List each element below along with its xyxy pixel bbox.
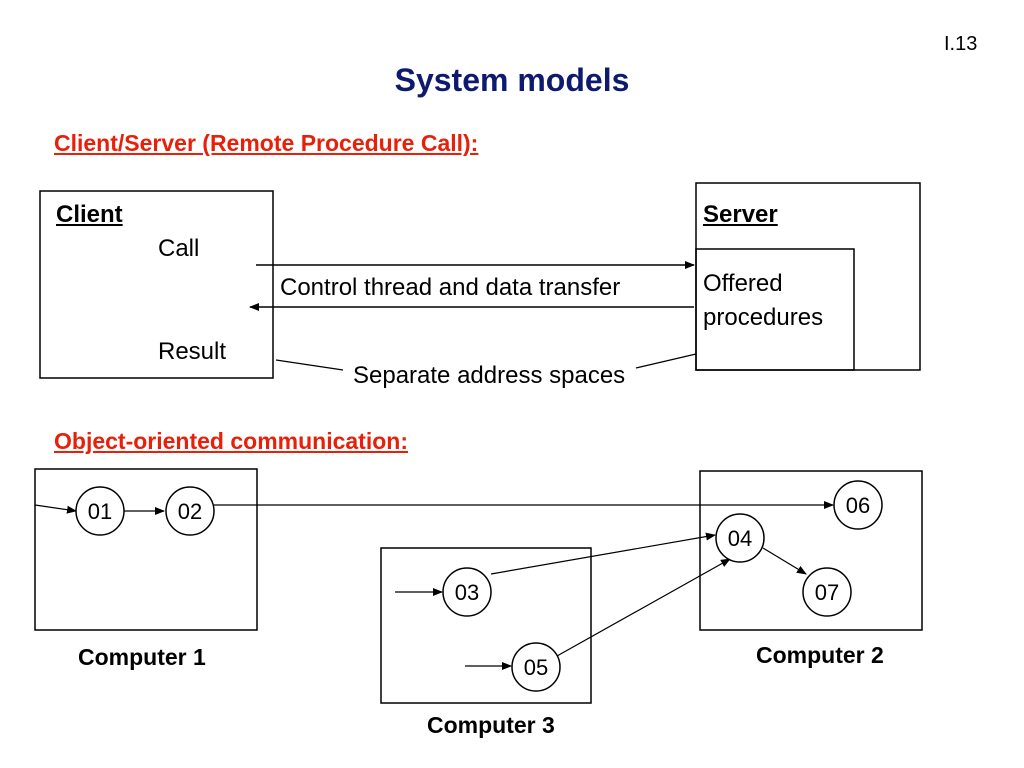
computer-2-label: Computer 2	[756, 642, 884, 668]
offered-label: Offered	[703, 270, 783, 297]
arrow-05-04	[556, 558, 731, 657]
page-number: I.13	[944, 33, 978, 55]
transfer-label: Control thread and data transfer	[280, 274, 621, 301]
computer-3-label: Computer 3	[427, 712, 555, 738]
page-title: System models	[394, 62, 630, 98]
node-label: 03	[455, 580, 479, 605]
computer-1-label: Computer 1	[78, 644, 206, 670]
node-label: 07	[815, 580, 839, 605]
address-line-right	[635, 353, 697, 369]
computer-2-box	[699, 470, 923, 631]
object-node-07: 07	[802, 567, 852, 617]
object-node-04: 04	[715, 513, 765, 563]
procedures-label: procedures	[703, 304, 824, 331]
node-label: 02	[178, 499, 202, 524]
node-label: 04	[728, 526, 752, 551]
address-spaces-label: Separate address spaces	[353, 362, 626, 389]
object-node-02: 02	[165, 486, 215, 536]
call-label: Call	[158, 235, 200, 262]
arrow-03-04	[490, 532, 716, 575]
client-server-heading: Client/Server (Remote Procedure Call):	[54, 130, 479, 156]
address-line-left	[275, 359, 344, 371]
arrow-in-01	[34, 504, 77, 514]
node-label: 05	[524, 655, 548, 680]
computer-1-box	[34, 468, 258, 631]
node-label: 01	[88, 499, 112, 524]
object-node-01: 01	[75, 486, 125, 536]
arrow-04-07	[762, 547, 807, 575]
object-node-06: 06	[833, 480, 883, 530]
object-oriented-heading: Object-oriented communication:	[54, 428, 408, 454]
object-node-05: 05	[511, 642, 561, 692]
result-label: Result	[158, 338, 227, 365]
node-label: 06	[846, 493, 870, 518]
client-title: Client	[56, 201, 123, 228]
object-node-03: 03	[442, 567, 492, 617]
computer-3-box	[380, 547, 592, 704]
offered-procedures-box	[695, 248, 855, 371]
client-box	[39, 190, 274, 379]
server-title: Server	[703, 201, 778, 228]
